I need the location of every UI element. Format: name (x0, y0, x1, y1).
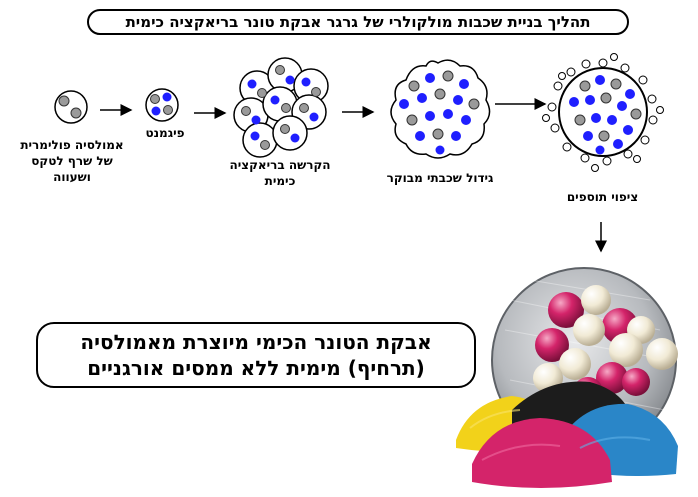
summary-line-2: (תרחיף) מימית ללא ממסים אורגניים (87, 356, 425, 380)
magenta-powder (472, 418, 612, 488)
label-growth: גידול שכבתי מבוקר (386, 171, 494, 185)
step-pigment-particle (145, 88, 179, 122)
cluster-particles (241, 65, 321, 150)
step-emulsion-particle (54, 90, 88, 124)
label-pigment: פיגמנט (145, 126, 185, 140)
label-coating: ציפוי תוספים (566, 190, 639, 204)
coating-additives (542, 53, 664, 172)
summary-box: אבקת הטונר הכימי מיוצרת מאמולסיה (תרחיף)… (36, 322, 476, 388)
diagram-title: תהליך בניית שכבות מולקולרי של גרגר אבקת … (87, 9, 629, 35)
coated-inner-particles (569, 75, 642, 155)
toner-image (456, 267, 678, 488)
summary-line-1: אבקת הטונר הכימי מיוצרת מאמולסיה (80, 330, 432, 354)
label-emulsion: אמולסיה פולימרית של שרף לטקס ושעווה (20, 138, 124, 184)
growth-particles (399, 70, 480, 155)
label-aggregation: הקרשה בריאקציה כימית (229, 158, 331, 188)
